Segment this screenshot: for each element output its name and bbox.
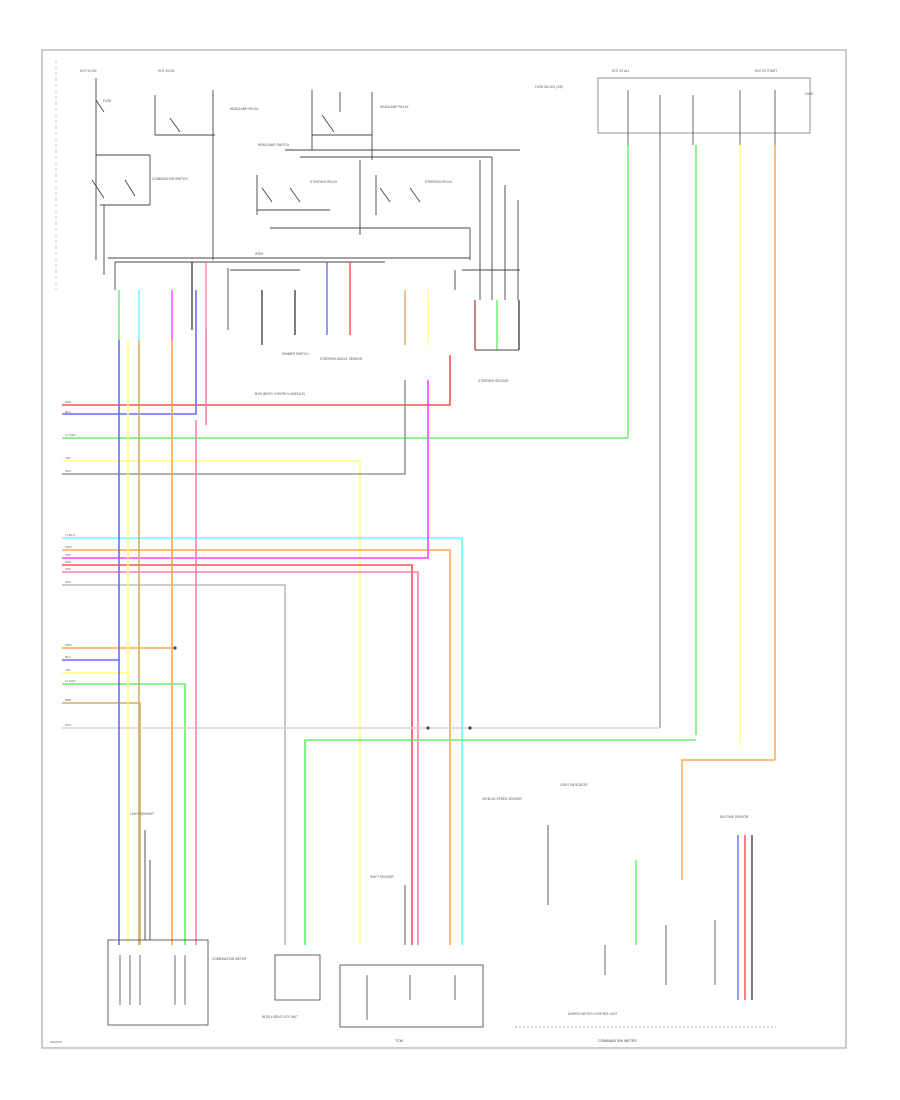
label-hot-at-all: HOT AT ALL [612, 69, 630, 73]
intelligent-key-box [274, 954, 321, 1001]
svg-text:BLU: BLU [65, 655, 71, 659]
label-daytime-sensor: DAYTIME SENSOR [720, 815, 749, 819]
svg-text:GRY: GRY [65, 469, 71, 473]
label-headlamp-relay-1: HEADLAMP RELAY [230, 107, 259, 111]
svg-text:YEL: YEL [65, 668, 71, 672]
label-shift-sensor: SHIFT SENSOR [370, 875, 394, 879]
label-hot-at-start: HOT AT START [755, 69, 777, 73]
label-hot-in-on-1: HOT IN ON [80, 69, 97, 73]
label-headlamp-relay-2: HEADLAMP RELAY [380, 105, 409, 109]
svg-text:ORN: ORN [65, 643, 72, 647]
label-steering-sensor: STEERING SENSOR [478, 379, 509, 383]
diagram-border [41, 49, 847, 1049]
label-dimmer: DIMMER SWITCH [282, 352, 309, 356]
label-light-sensor: LIGHT SENSOR [130, 812, 154, 816]
svg-text:PNK: PNK [65, 567, 71, 571]
label-bcm: BCM (BODY CONTROL MODULE) [255, 392, 305, 396]
svg-text:BRN: BRN [65, 698, 71, 702]
left-vertical-wires [118, 330, 207, 945]
fuse-block-box [597, 77, 811, 134]
wire-color-codes-left: RED BLU LT GRN YEL GRY LT BLU ORN PNK RE… [65, 400, 76, 727]
sensor-wires-right [635, 759, 775, 1000]
label-vehicle-speed: VEHICLE SPEED SENSOR [482, 797, 522, 801]
svg-text:LT BLU: LT BLU [65, 533, 75, 537]
svg-text:GRY: GRY [65, 723, 71, 727]
label-light-indicator: LIGHT INDICATOR [560, 783, 588, 787]
label-meter-footer: COMBINATION METER [598, 1039, 637, 1043]
svg-text:YEL: YEL [65, 456, 71, 460]
label-hot-in-on-2: HOT IN ON [158, 69, 175, 73]
svg-text:LT GRN: LT GRN [65, 679, 76, 683]
horizontal-wires [62, 290, 628, 945]
label-steering-relay-2: STEERING RELAY [425, 180, 453, 184]
label-fuse-right: FUSE [805, 92, 814, 96]
label-ipdm: IPDM [255, 252, 263, 256]
combination-meter-box [107, 939, 209, 1026]
label-combination-switch: COMBINATION SWITCH [152, 177, 188, 181]
right-vertical-wires [627, 145, 776, 760]
svg-text:ORN: ORN [65, 545, 72, 549]
connector-bus-top [108, 257, 520, 330]
label-fuse-block-note: FUSE BLOCK (J/B) [535, 85, 563, 89]
label-tcm: TCM [395, 1039, 403, 1043]
label-intelligent-key: INTELLIGENT KEY UNIT [262, 1015, 298, 1019]
relay-group-middle [256, 90, 520, 300]
svg-text:LT GRN: LT GRN [65, 433, 76, 437]
svg-text:PNK: PNK [65, 553, 71, 557]
label-headlamp-switch: HEADLAMP SWITCH [258, 143, 290, 147]
tcm-box [339, 964, 484, 1028]
svg-text:RED: RED [65, 560, 72, 564]
label-fuse-1: FUSE [103, 99, 112, 103]
ignition-switch-group [91, 78, 215, 275]
label-steering-angle: STEERING ANGLE SENSOR [320, 357, 363, 361]
label-meter-control: UNIFIED METER CONTROL UNIT [568, 1012, 618, 1016]
svg-text:RED: RED [65, 400, 72, 404]
svg-text:BLU: BLU [65, 410, 71, 414]
drop-wires-left [118, 262, 520, 350]
fuse-elements [627, 90, 776, 145]
diagram-code: WD2025 [50, 1040, 62, 1044]
svg-text:GRY: GRY [65, 580, 71, 584]
splice-dots [173, 646, 472, 730]
lower-left-wires [62, 647, 696, 945]
label-steering-relay-1: STEERING RELAY [310, 180, 338, 184]
module-pins [119, 920, 716, 1020]
label-combination-meter: COMBINATION METER [212, 957, 247, 961]
